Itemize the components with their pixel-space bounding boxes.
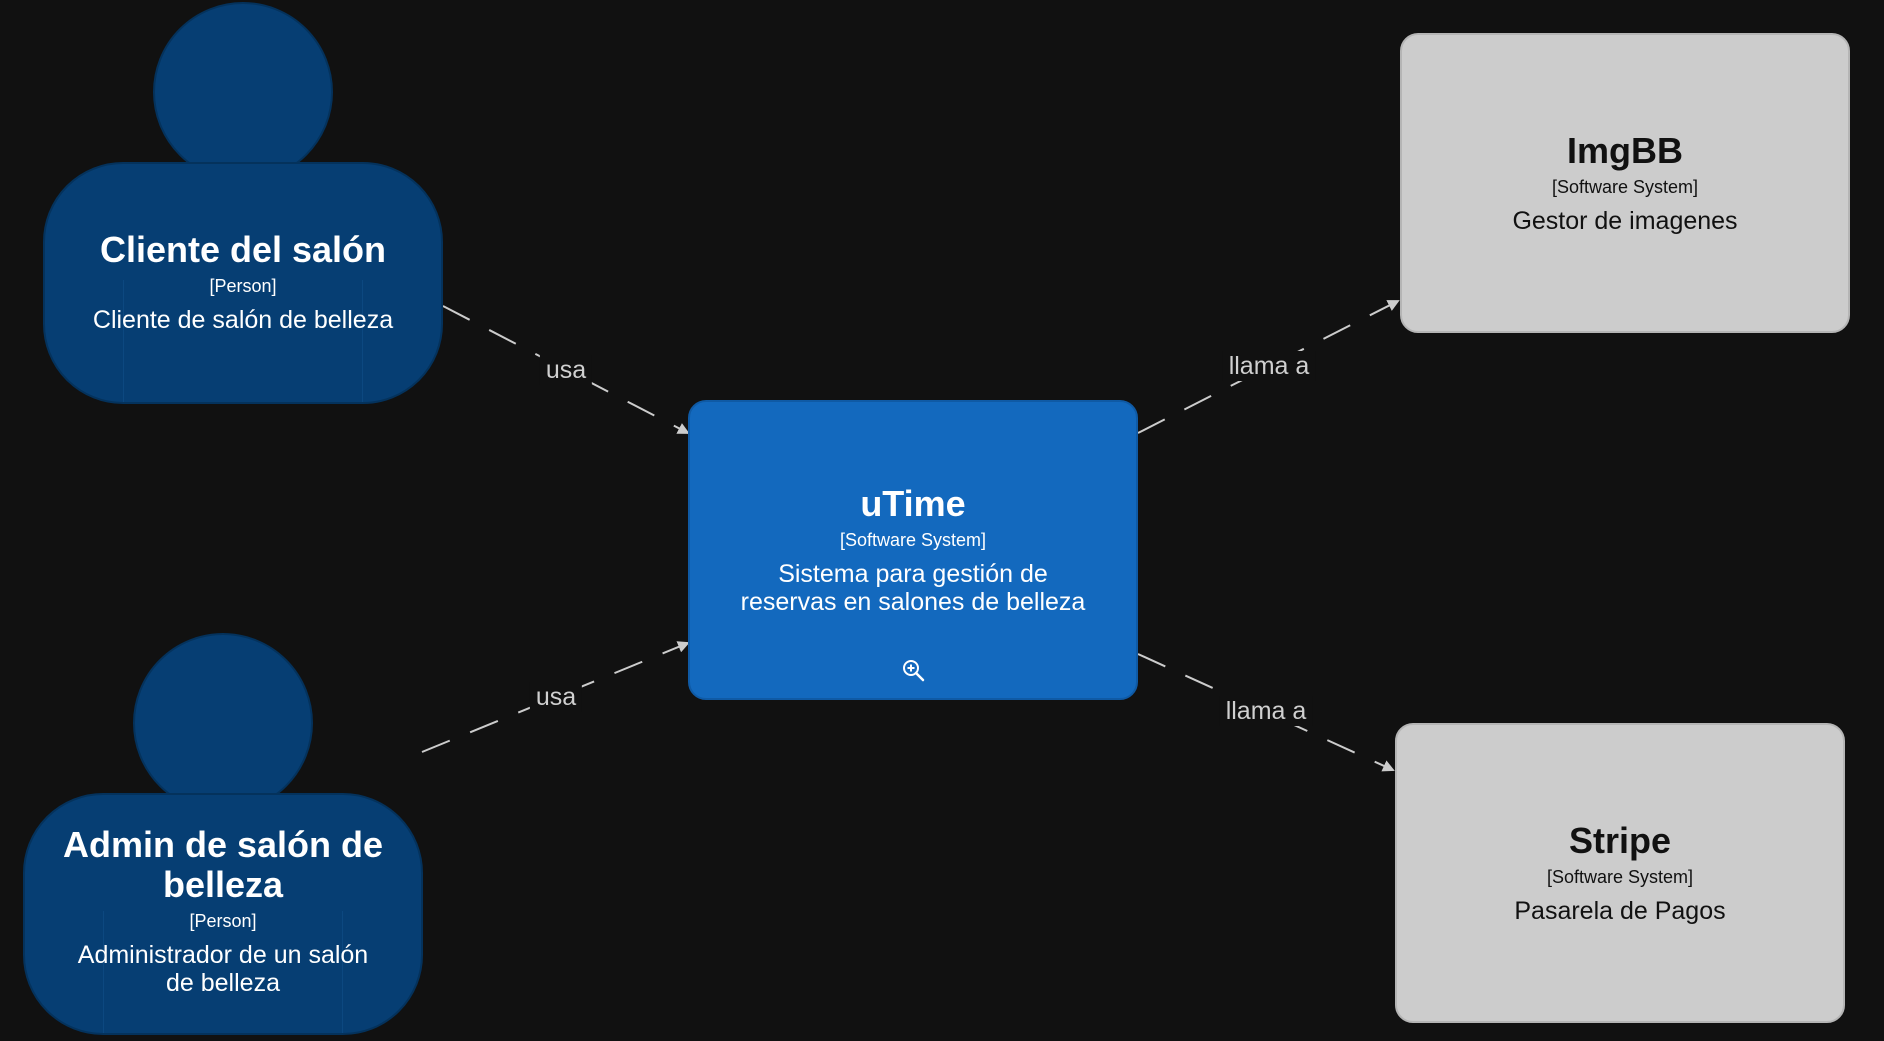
node-description: Gestor de imagenes (1512, 207, 1738, 235)
node-kind: [Software System] (1551, 177, 1699, 197)
edge-cliente-utime (442, 305, 690, 434)
zoom-in-icon[interactable] (901, 658, 925, 682)
node-name: Admin de salón de belleza (62, 824, 384, 905)
person-body (43, 162, 443, 404)
node-name: Cliente del salón (99, 229, 387, 270)
node-description: Pasarela de Pagos (1514, 897, 1726, 925)
node-description: Sistema para gestión de reservas en salo… (740, 560, 1086, 616)
edge-label-admin-utime: usa (529, 682, 583, 712)
node-name: Stripe (1568, 820, 1672, 861)
edge-label-cliente-utime: usa (539, 355, 593, 385)
node-kind: [Person] (189, 911, 257, 931)
system-utime[interactable]: uTime [Software System] Sistema para ges… (688, 400, 1138, 700)
node-kind: [Software System] (1546, 867, 1694, 887)
person-admin[interactable]: Admin de salón de belleza [Person] Admin… (23, 633, 423, 1035)
node-description: Cliente de salón de belleza (92, 306, 394, 334)
system-imgbb[interactable]: ImgBB [Software System] Gestor de imagen… (1400, 33, 1850, 333)
person-head-icon (133, 633, 313, 813)
node-name: uTime (860, 483, 966, 524)
node-kind: [Software System] (839, 530, 987, 550)
person-head-icon (153, 2, 333, 182)
node-kind: [Person] (209, 276, 277, 296)
edge-utime-stripe (1137, 653, 1395, 772)
person-cliente[interactable]: Cliente del salón [Person] Cliente de sa… (43, 2, 443, 404)
node-name: ImgBB (1567, 130, 1683, 171)
node-description: Administrador de un salón de belleza (77, 941, 369, 997)
person-body (23, 793, 423, 1035)
system-stripe[interactable]: Stripe [Software System] Pasarela de Pag… (1395, 723, 1845, 1023)
edge-label-utime-imgbb: llama a (1222, 351, 1316, 381)
edge-label-utime-stripe: llama a (1219, 696, 1313, 726)
